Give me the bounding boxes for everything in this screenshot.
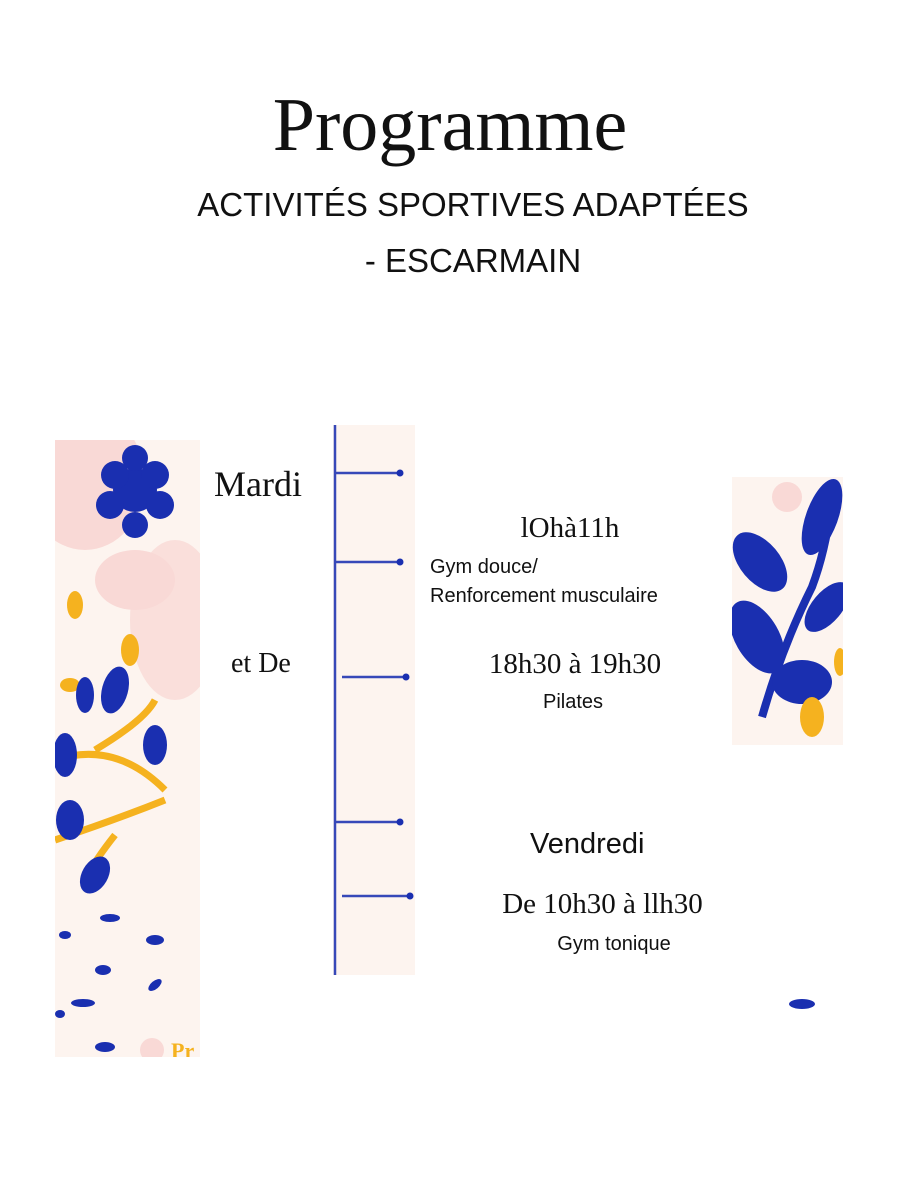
page-title: Programme xyxy=(272,83,628,167)
day-mardi: Mardi xyxy=(214,464,302,504)
timeline-line-icon xyxy=(333,425,414,975)
floral-pattern-icon xyxy=(25,410,220,1062)
left-floral-decoration: Pr xyxy=(25,410,220,1062)
slot1-activity-line2: Renforcement musculaire xyxy=(430,585,658,607)
leaf-branch-icon xyxy=(729,479,850,737)
slot1-activity-line1: Gym douce/ xyxy=(430,556,538,578)
slot2-activity: Pilates xyxy=(542,691,604,713)
slot3-activity: Gym tonique xyxy=(557,933,671,955)
day-vendredi: Vendredi xyxy=(530,828,645,860)
slot3-time: De 10h30 à llh30 xyxy=(502,888,703,920)
slot1-time: lOhà11h xyxy=(520,512,620,544)
connector-text: et De xyxy=(231,648,291,679)
decor-dot-icon xyxy=(789,999,815,1009)
timeline xyxy=(333,425,415,975)
subtitle-line-1: ACTIVITÉS SPORTIVES ADAPTÉES xyxy=(197,186,749,223)
decor-partial-text: Pr xyxy=(171,1038,195,1057)
right-floral-decoration xyxy=(729,477,850,745)
slot2-time: 18h30 à 19h30 xyxy=(488,648,662,680)
subtitle-line-2: - ESCARMAIN xyxy=(364,242,582,279)
